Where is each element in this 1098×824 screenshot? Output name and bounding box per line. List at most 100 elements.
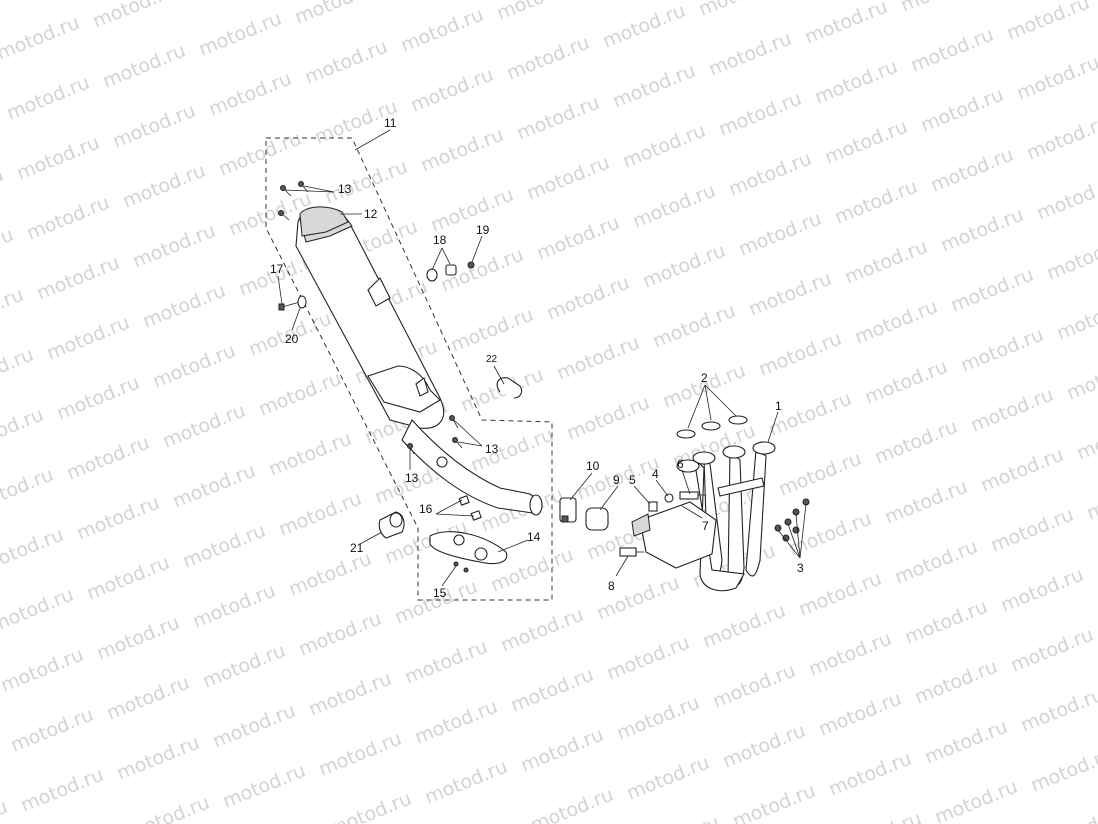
watermark-text: motod.ru <box>862 356 951 409</box>
watermark-text: motod.ru <box>1084 472 1098 525</box>
callout-12: 12 <box>364 207 378 221</box>
watermark-text: motod.ru <box>84 552 173 605</box>
watermark-text: motod.ru <box>836 808 925 824</box>
connector-sleeve <box>585 507 609 531</box>
watermark-text: motod.ru <box>276 488 365 541</box>
watermark-text: motod.ru <box>0 796 11 824</box>
callout-17: 17 <box>270 262 284 276</box>
rubber-mount <box>378 511 405 539</box>
watermark-text: motod.ru <box>504 32 593 85</box>
watermark-text: motod.ru <box>776 448 865 501</box>
watermark-text: motod.ru <box>322 156 411 209</box>
watermark-text: motod.ru <box>402 636 491 689</box>
callout-13-left: 13 <box>405 471 419 485</box>
callout-4: 4 <box>652 467 659 481</box>
clamp <box>559 497 577 523</box>
watermark-text: motod.ru <box>700 600 789 653</box>
watermark-text: motod.ru <box>634 812 723 824</box>
watermark-text: motod.ru <box>882 476 971 529</box>
watermark-text: motod.ru <box>640 240 729 293</box>
watermark-text: motod.ru <box>18 764 107 817</box>
watermark-text: motod.ru <box>620 120 709 173</box>
watermark-text: motod.ru <box>256 368 345 421</box>
watermark-text: motod.ru <box>0 644 87 697</box>
callout-3: 3 <box>797 561 804 575</box>
watermark-text: motod.ru <box>494 0 583 25</box>
bracket-plate <box>429 531 508 565</box>
watermark-text: motod.ru <box>1064 352 1098 405</box>
watermark-text: motod.ru <box>408 64 497 117</box>
watermark-text: motod.ru <box>822 116 911 169</box>
watermark-text: motod.ru <box>292 0 381 29</box>
watermark-text: motod.ru <box>928 144 1017 197</box>
watermark-text: motod.ru <box>600 0 689 53</box>
watermark-text: motod.ru <box>786 508 875 561</box>
watermark-text: motod.ru <box>1054 292 1098 345</box>
watermark-text: motod.ru <box>286 548 375 601</box>
watermark-text: motod.ru <box>216 128 305 181</box>
callout-16: 16 <box>419 502 433 516</box>
watermark-text: motod.ru <box>1038 804 1098 824</box>
watermark-text: motod.ru <box>180 520 269 573</box>
watermark-text: motod.ru <box>100 40 189 93</box>
watermark-text: motod.ru <box>1044 232 1098 285</box>
watermark-text: motod.ru <box>170 460 259 513</box>
watermark-text: motod.ru <box>554 332 643 385</box>
watermark-text: motod.ru <box>872 416 961 469</box>
watermark-text: motod.ru <box>190 580 279 633</box>
watermark-text: motod.ru <box>428 184 517 237</box>
watermark-text: motod.ru <box>1034 172 1098 225</box>
watermark-text: motod.ru <box>610 60 699 113</box>
watermark-text: motod.ru <box>422 756 511 809</box>
watermark-text: motod.ru <box>316 728 405 781</box>
watermark-text: motod.ru <box>94 612 183 665</box>
clip-set <box>458 495 482 521</box>
watermark-text: motod.ru <box>998 564 1087 617</box>
callout-6: 6 <box>677 457 684 471</box>
watermark-text: motod.ru <box>418 124 507 177</box>
watermark-text: motod.ru <box>614 692 703 745</box>
watermark-text: motod.ru <box>1004 0 1093 45</box>
watermark-text: motod.ru <box>130 220 219 273</box>
watermark-text: motod.ru <box>24 192 113 245</box>
watermark-text: motod.ru <box>918 84 1007 137</box>
watermark-text: motod.ru <box>150 340 239 393</box>
watermark-text: motod.ru <box>266 428 355 481</box>
watermark-text: motod.ru <box>186 0 275 1</box>
callout-labels: 1 2 3 4 5 6 7 8 9 10 11 12 13 13 13 14 1… <box>270 116 804 600</box>
watermark-text: motod.ru <box>0 224 17 277</box>
watermark-text: motod.ru <box>398 4 487 57</box>
watermark-text: motod.ru <box>514 92 603 145</box>
sensor-plug <box>648 501 658 512</box>
callout-13-upper: 13 <box>338 182 352 196</box>
watermark-text: motod.ru <box>968 384 1057 437</box>
watermark-text: motod.ru <box>0 12 83 65</box>
watermark-text: motod.ru <box>720 720 809 773</box>
watermark-text: motod.ru <box>908 24 997 77</box>
watermark-text: motod.ru <box>564 392 653 445</box>
watermark-text: motod.ru <box>326 788 415 824</box>
grommet-set <box>426 264 457 282</box>
watermark-text: motod.ru <box>0 284 27 337</box>
nut <box>467 261 475 269</box>
watermark-text: motod.ru <box>0 0 73 5</box>
callout-19: 19 <box>476 223 490 237</box>
watermark-text: motod.ru <box>912 656 1001 709</box>
gasket-set <box>676 415 748 439</box>
watermark-text: motod.ru <box>1028 744 1098 797</box>
watermark-text: motod.ru <box>306 668 395 721</box>
watermark-text: motod.ru <box>114 732 203 785</box>
assembly-boundary <box>265 137 553 601</box>
watermark-text: motod.ru <box>110 100 199 153</box>
mount-washer <box>297 295 307 309</box>
watermark-text: motod.ru <box>852 296 941 349</box>
watermark-text: motod.ru <box>696 0 785 21</box>
watermark-text: motod.ru <box>0 404 47 457</box>
watermark-text: motod.ru <box>812 56 901 109</box>
watermark-text: motod.ru <box>90 0 179 33</box>
watermark-text: motod.ru <box>120 160 209 213</box>
watermark-text: motod.ru <box>302 36 391 89</box>
watermark-text: motod.ru <box>1014 52 1098 105</box>
watermark-text: motod.ru <box>716 88 805 141</box>
watermark-text: motod.ru <box>902 596 991 649</box>
